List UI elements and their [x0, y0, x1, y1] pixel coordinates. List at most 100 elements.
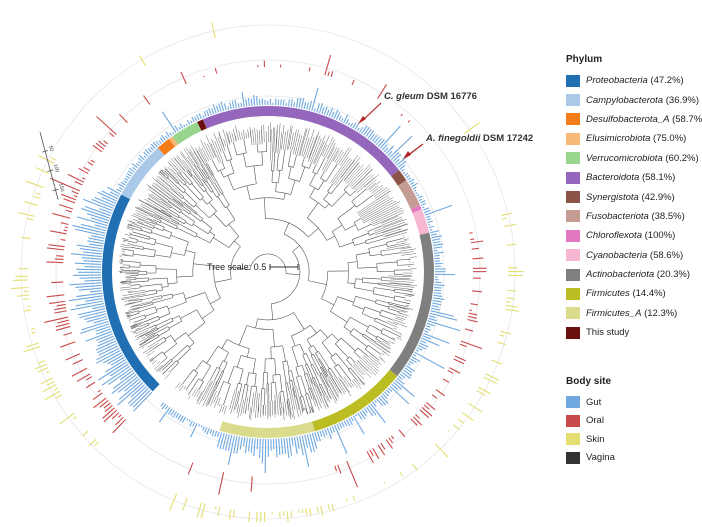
tree-leaf [239, 131, 241, 140]
tree-branch [354, 279, 355, 288]
tree-branch [213, 175, 223, 193]
gut-bar [88, 238, 103, 241]
tree-branch [143, 248, 155, 250]
tree-branch [247, 186, 250, 200]
gut-bar [240, 437, 242, 450]
gut-bar [348, 123, 349, 126]
gut-bar [428, 318, 436, 320]
tree-branch [188, 322, 205, 335]
skin-bar [21, 237, 31, 238]
tree-leaf [127, 243, 130, 244]
tree-branch [263, 373, 264, 389]
gut-bar [417, 348, 422, 351]
gut-bar [315, 432, 318, 441]
skin-bar [36, 193, 41, 195]
tree-leaf [122, 238, 128, 239]
tree-leaf [281, 408, 282, 415]
tree-branch [151, 327, 157, 330]
phylum-legend-item: Synergistota (42.9%) [566, 187, 700, 206]
tree-branch [179, 217, 186, 221]
skin-bar [95, 442, 99, 446]
tree-branch [165, 335, 171, 339]
gut-bar [129, 168, 134, 172]
phylum-ring [102, 106, 434, 438]
tree-leaf [264, 125, 265, 142]
gut-bar [364, 408, 367, 412]
phylum-legend-item: Desulfobacterota_A (58.7%) [566, 110, 700, 129]
tree-branch [300, 396, 303, 397]
tree-branch [177, 348, 190, 361]
tree-leaf [272, 128, 273, 161]
gut-bar [106, 360, 126, 372]
gut-bar [428, 221, 433, 223]
gut-bar [433, 298, 444, 300]
oral-bar [55, 259, 64, 260]
gut-bar [160, 138, 163, 142]
tree-leaf [137, 207, 154, 215]
gut-bar [337, 424, 340, 430]
oral-bar [65, 227, 68, 228]
gut-bar [368, 130, 374, 138]
tree-branch [194, 204, 197, 207]
tree-leaf [248, 129, 249, 138]
oral-bar [61, 223, 69, 225]
oral-bar [424, 405, 429, 409]
tree-leaf [401, 252, 413, 254]
tree-branch [227, 159, 232, 161]
tree-branch [148, 335, 155, 339]
tree-branch [180, 310, 196, 319]
tree-branch [303, 355, 307, 364]
tree-branch [246, 373, 248, 385]
gut-bar [184, 125, 185, 127]
oral-bar [367, 451, 373, 463]
gut-bar [399, 376, 403, 379]
gut-bar [317, 104, 320, 113]
tree-branch [212, 159, 218, 171]
gut-bar [238, 103, 239, 107]
gut-bar [173, 132, 174, 134]
tree-branch [332, 231, 340, 247]
tree-leaf [404, 239, 409, 240]
gut-bar [341, 118, 343, 122]
tree-branch [395, 296, 404, 298]
tree-branch [195, 361, 203, 371]
tree-branch [291, 325, 310, 336]
tree-branch [387, 245, 397, 247]
tree-branch [172, 294, 173, 298]
tree-branch [156, 290, 157, 294]
gut-bar [332, 112, 334, 118]
tree-branch [355, 279, 362, 280]
tree-branch [126, 280, 136, 281]
tree-branch [300, 167, 305, 182]
tree-branch [350, 357, 355, 362]
tree-leaf [145, 199, 167, 212]
tree-branch [277, 153, 278, 170]
gut-bar [224, 103, 226, 110]
gut-bar [230, 102, 232, 109]
gut-bar [215, 431, 217, 437]
tree-branch [156, 290, 162, 291]
tree-branch [330, 311, 347, 322]
body-site-legend-item: Gut [566, 393, 700, 412]
oral-bar [389, 438, 393, 443]
gut-bar [138, 158, 142, 162]
tree-branch [350, 334, 367, 347]
tree-branch [216, 371, 223, 385]
tree-branch [223, 361, 227, 363]
gut-bar [85, 314, 107, 320]
tree-branch [148, 333, 154, 336]
phylum-percent: (58.6%) [647, 250, 683, 261]
gut-bar [235, 100, 237, 108]
tree-leaf [151, 359, 155, 362]
tree-leaf [397, 337, 402, 340]
skin-bar [218, 507, 220, 516]
tree-leaf [154, 363, 161, 369]
tree-leaf [315, 399, 319, 410]
tree-branch [167, 278, 168, 286]
tree-branch [302, 166, 309, 169]
tree-branch [202, 199, 207, 205]
color-swatch [566, 113, 580, 125]
gut-bar [248, 98, 249, 106]
phylum-percent: (47.2%) [648, 75, 684, 86]
tree-branch [222, 339, 228, 348]
